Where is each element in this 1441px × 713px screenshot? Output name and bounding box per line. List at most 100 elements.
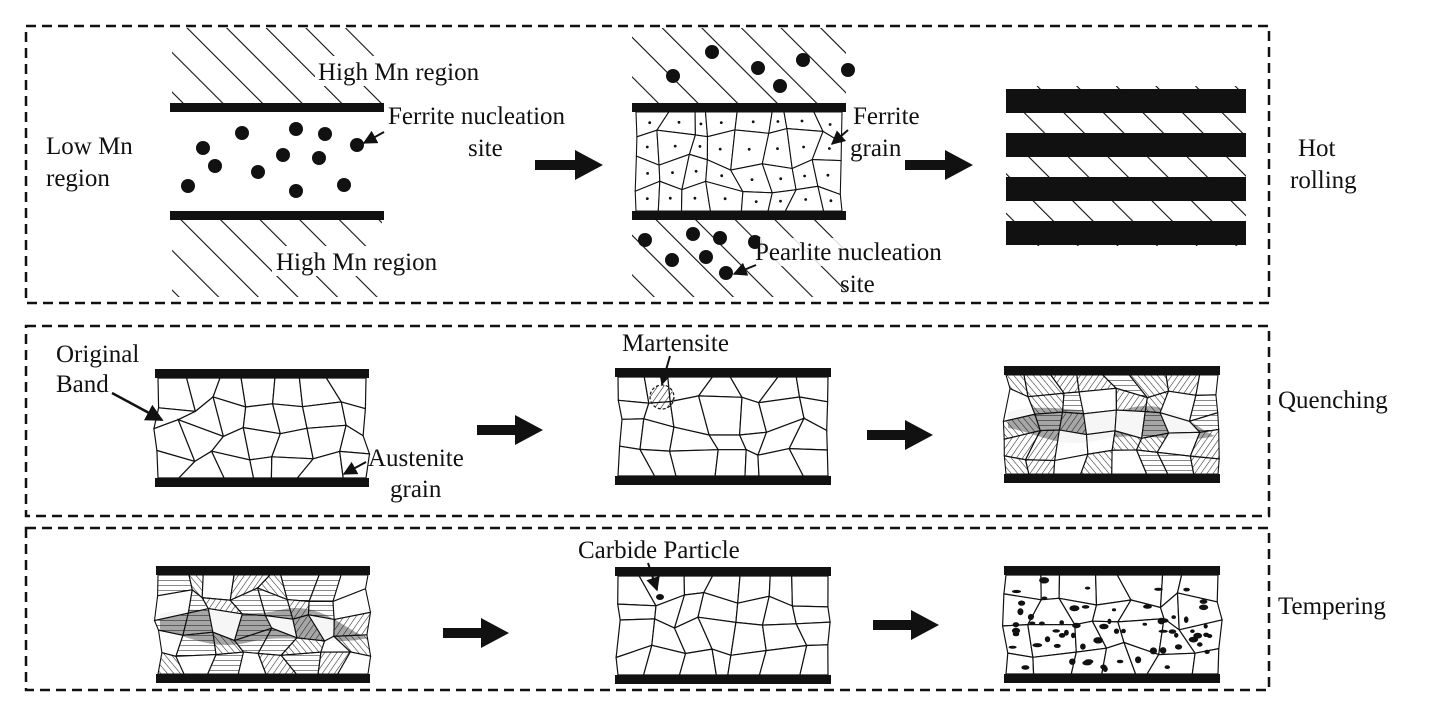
carbide-particle: [1143, 604, 1152, 609]
grain-center-dot: [828, 123, 832, 126]
title-hot-rolling-1: Hot: [1298, 135, 1336, 162]
carbide-particle: [1159, 647, 1167, 654]
ferrite-grain-network: [634, 111, 843, 212]
grain-center-dot: [693, 196, 697, 200]
leader-arrow-icon: [362, 130, 385, 144]
grain: [616, 603, 657, 621]
carbide-particle: [1149, 647, 1157, 655]
grain: [240, 377, 276, 408]
carbide-particle: [1021, 665, 1030, 670]
grain: [1034, 411, 1064, 432]
austenite-grain-network: [153, 377, 371, 479]
grain-center-dot: [723, 197, 727, 201]
label-low-mn-1: Low Mn: [46, 133, 133, 160]
title-tempering: Tempering: [1278, 593, 1386, 620]
label-ferrite-nucleation-1: Ferrite nucleation: [388, 103, 566, 130]
right-arrow-icon: [873, 610, 939, 640]
carbide-particle: [1039, 577, 1050, 584]
band-boundary-top: [170, 103, 384, 112]
label-high-mn-bottom: High Mn region: [276, 249, 438, 276]
carbide-particle: [1084, 659, 1094, 664]
stage-martensite-start: Martensite: [615, 330, 831, 485]
carbide-particle: [1142, 622, 1148, 626]
grain-center-dot: [826, 173, 830, 177]
carbide-particle: [1102, 666, 1108, 672]
grain-center-dot: [828, 147, 831, 150]
carbide-particle: [1069, 658, 1076, 665]
carbide-particle: [1203, 624, 1208, 629]
carbide-particle: [1113, 628, 1120, 634]
panel-frame: [24, 324, 1271, 518]
stage-quenched: [153, 566, 372, 683]
stage-carbide-precipitation: [1001, 566, 1223, 683]
carbide-particle: [1174, 632, 1179, 638]
grain: [791, 575, 829, 608]
label-pearlite-nucleation-1: Pearlite nucleation: [755, 239, 942, 266]
band-boundary-top: [155, 369, 369, 378]
stage-tempered-martensite: Carbide Particle: [578, 537, 831, 684]
carbide-particle: [1071, 632, 1076, 639]
grain: [201, 574, 235, 601]
grain-center-dot: [719, 121, 723, 124]
panel-frame: [24, 526, 1271, 692]
panel-quenching: Original Band Austenite grain Martensite…: [24, 324, 1388, 518]
carbide-particle: [656, 594, 664, 600]
band-boundary-bottom: [632, 211, 846, 220]
ferrite-nucleation-dots: [181, 122, 364, 198]
carbide-particle: [1029, 621, 1036, 625]
label-ferrite-nucleation-2: site: [468, 135, 503, 162]
carbide-particle: [1058, 633, 1066, 638]
right-arrow-icon: [905, 150, 973, 180]
grain: [791, 605, 831, 625]
stage-ferrite-formation: Ferrite grain Pearlite nucleation site: [632, 28, 998, 298]
martensite-block-network: [1002, 374, 1220, 475]
carbide-particle: [1190, 629, 1195, 633]
carbide-particle: [1111, 608, 1117, 612]
grain: [1027, 392, 1065, 415]
carbide-particle: [1158, 629, 1168, 633]
carbide-particle: [1084, 586, 1091, 590]
pearlite-band: [1006, 133, 1246, 157]
carbide-particle: [1017, 608, 1024, 616]
carbide-particle: [1041, 596, 1048, 600]
carbide-particle: [1018, 600, 1026, 606]
carbide-particle: [1044, 636, 1051, 643]
grain-center-dot: [645, 145, 649, 149]
carbide-particle: [1011, 627, 1021, 634]
carbide-particle: [1072, 622, 1081, 629]
label-austenite-grain-2: grain: [390, 476, 442, 503]
carbide-particle: [1183, 587, 1190, 592]
pearlite-nucleation-dots: [638, 45, 855, 280]
carbide-particle: [1039, 621, 1045, 626]
grain: [730, 621, 767, 657]
grain-center-dot: [677, 120, 681, 124]
carbide-particle: [1193, 632, 1203, 639]
grain-center-dot: [750, 178, 754, 182]
band-boundary-bottom: [615, 675, 831, 684]
pearlite-band: [1006, 177, 1246, 201]
label-pearlite-nucleation-2: site: [840, 271, 875, 298]
carbide-particle: [1174, 644, 1183, 650]
grain-center-dot: [779, 177, 783, 181]
grain: [617, 376, 650, 404]
grain-center-dot: [800, 119, 804, 123]
band-boundary-top: [1004, 566, 1220, 575]
grain-center-dot: [694, 169, 698, 173]
carbide-particle: [1199, 599, 1208, 604]
carbide-particles: [1008, 577, 1213, 672]
stage-austenite: Original Band Austenite grain: [56, 341, 464, 503]
grain-center-dot: [648, 121, 652, 125]
carbide-particle: [1121, 628, 1126, 634]
grain-center-dot: [754, 200, 758, 204]
label-original-band-1: Original: [56, 341, 139, 368]
stage-segregation: High Mn region High Mn region Low Mn reg…: [46, 28, 566, 297]
label-backdrop: [315, 56, 530, 86]
grain-center-dot: [698, 145, 702, 148]
carbide-particle: [1052, 629, 1060, 633]
right-arrow-icon: [443, 618, 509, 648]
carbide-particle: [1204, 649, 1210, 655]
grain: [1195, 374, 1219, 396]
title-hot-rolling-2: rolling: [1290, 167, 1357, 194]
carbide-particle: [1099, 623, 1109, 630]
